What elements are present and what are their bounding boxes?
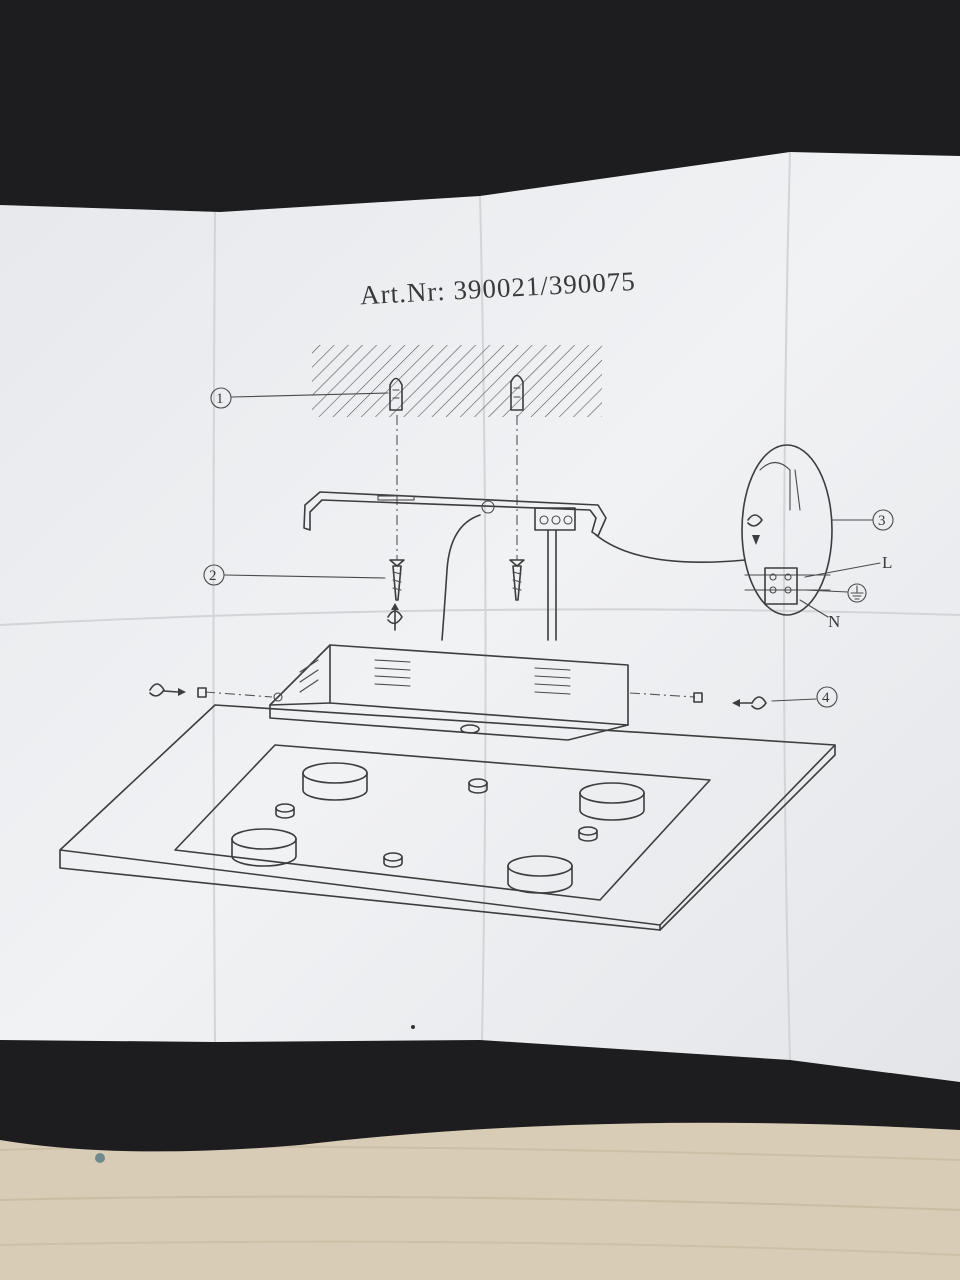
- svg-text:L: L: [882, 553, 892, 572]
- lamp-panel: [59, 704, 836, 931]
- callout-2: 2: [203, 564, 386, 586]
- rotation-arrow-left-icon: [149, 683, 186, 697]
- svg-text:2: 2: [209, 568, 217, 584]
- rotation-arrow-right-icon: [732, 696, 767, 710]
- callout-3: 3: [831, 509, 894, 531]
- callout-1: 1: [210, 387, 389, 409]
- instruction-sheet: [0, 151, 960, 1082]
- svg-text:1: 1: [216, 391, 224, 407]
- wall-plug-left: [389, 377, 403, 411]
- earth-ground-icon: [804, 583, 867, 603]
- side-screw-left: [197, 687, 207, 698]
- spot-light-2: [579, 782, 645, 821]
- ceiling-hatched: [312, 345, 602, 417]
- neutral-wire-label: N: [799, 599, 840, 631]
- mounting-bracket: [303, 491, 607, 537]
- wiring-detail-zoom: [741, 444, 833, 616]
- svg-text:N: N: [828, 612, 840, 631]
- side-screw-right: [693, 692, 703, 703]
- screw-left: [389, 559, 405, 601]
- driver-box: [269, 644, 629, 741]
- callout-4: 4: [771, 686, 838, 708]
- live-wire-label: L: [804, 553, 892, 578]
- svg-text:3: 3: [878, 513, 886, 529]
- wall-plug-right: [510, 374, 524, 411]
- rotation-arrow-icon: [387, 603, 403, 631]
- spot-light-1: [302, 762, 368, 801]
- svg-text:4: 4: [822, 690, 830, 706]
- spot-light-3: [231, 828, 297, 867]
- terminal-block: [534, 507, 576, 531]
- screw-right: [509, 559, 525, 601]
- spot-light-4: [507, 855, 573, 894]
- panel-fixing-caps: [275, 724, 598, 868]
